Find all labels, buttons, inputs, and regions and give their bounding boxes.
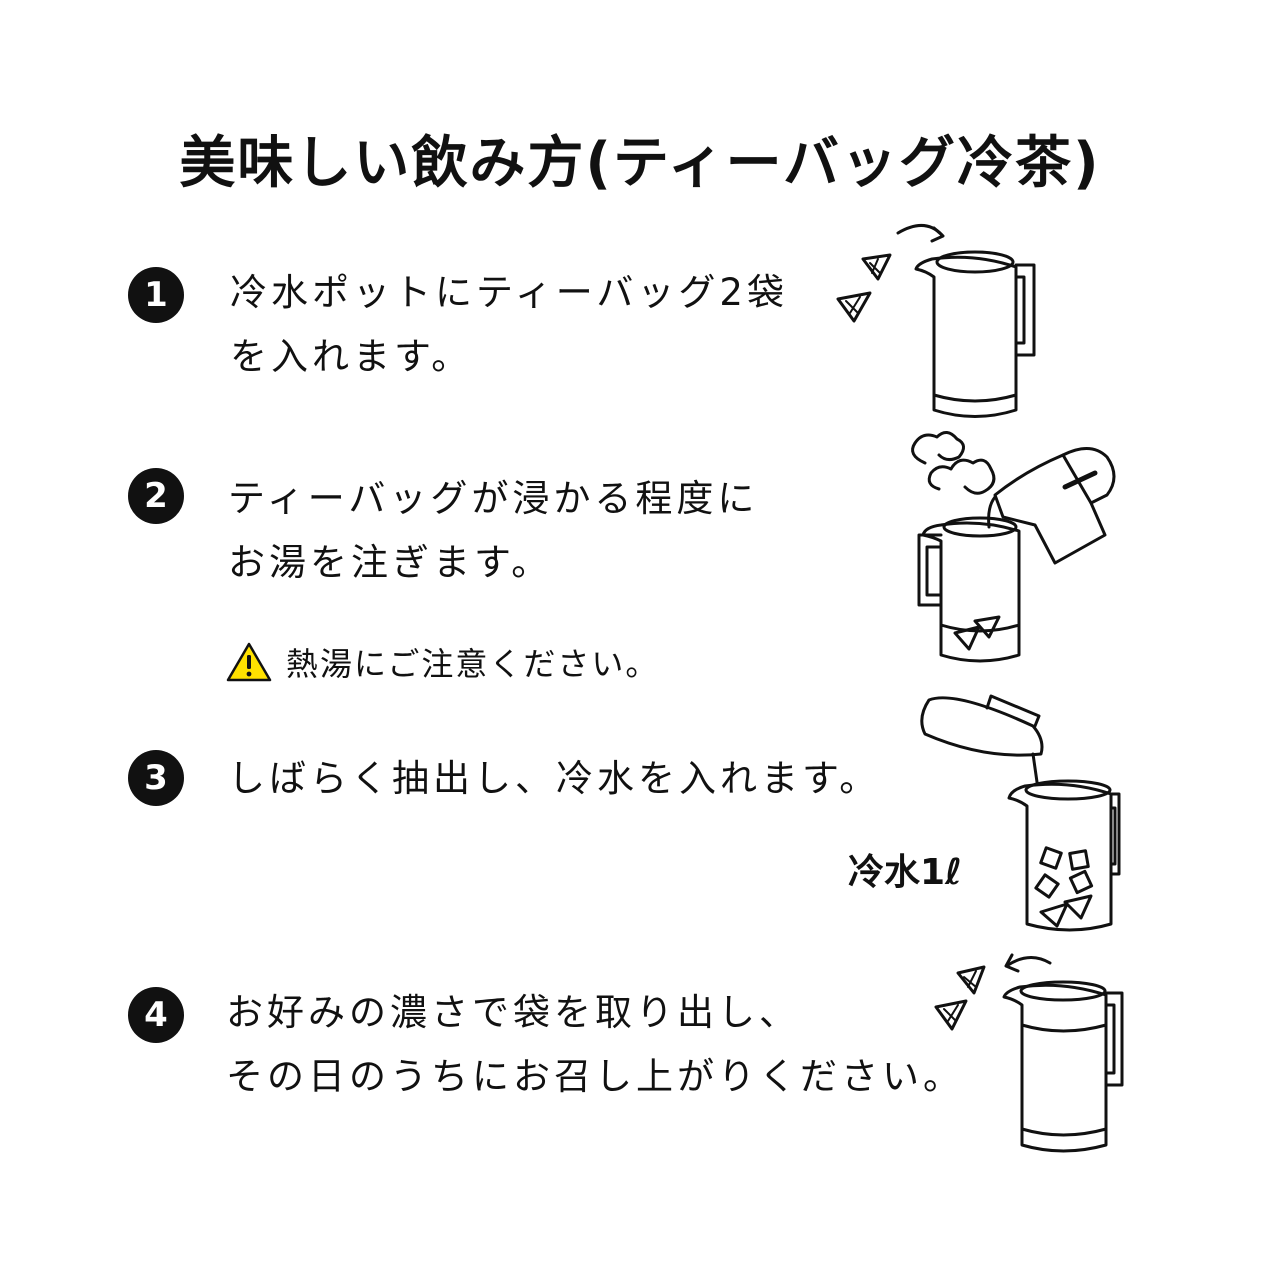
caution-note: 熱湯にご注意ください。 bbox=[226, 640, 659, 684]
step-1-number-badge: 1 bbox=[128, 267, 184, 323]
pitcher-with-tea-bags-icon bbox=[836, 224, 1036, 418]
step-2-number-badge: 2 bbox=[128, 468, 184, 524]
step-4-line-1: お好みの濃さで袋を取り出し、 bbox=[226, 991, 800, 1034]
step-2-line-1: ティーバッグが浸かる程度に bbox=[228, 477, 759, 520]
step-3-number-badge: 3 bbox=[128, 750, 184, 806]
step-4-line-2: その日のうちにお召し上がりください。 bbox=[226, 1055, 964, 1098]
caution-text: 熱湯にご注意ください。 bbox=[286, 645, 660, 683]
pitcher-removing-tea-bags-icon bbox=[934, 953, 1124, 1153]
page-title: 美味しい飲み方(ティーバッグ冷茶) bbox=[179, 131, 1101, 196]
step-1-line-2: を入れます。 bbox=[230, 335, 473, 378]
step-3-line-1: しばらく抽出し、冷水を入れます。 bbox=[228, 757, 881, 800]
step-4-number-badge: 4 bbox=[128, 987, 184, 1043]
kettle-pouring-hot-water-icon bbox=[911, 431, 1116, 663]
step-1-line-1: 冷水ポットにティーバッグ2袋 bbox=[230, 271, 788, 314]
pitcher-with-ice-and-cold-water-icon bbox=[920, 694, 1121, 932]
warning-triangle-icon bbox=[226, 642, 272, 682]
cold-water-volume-label: 冷水1ℓ bbox=[848, 852, 963, 893]
step-2-line-2: お湯を注ぎます。 bbox=[228, 541, 553, 584]
